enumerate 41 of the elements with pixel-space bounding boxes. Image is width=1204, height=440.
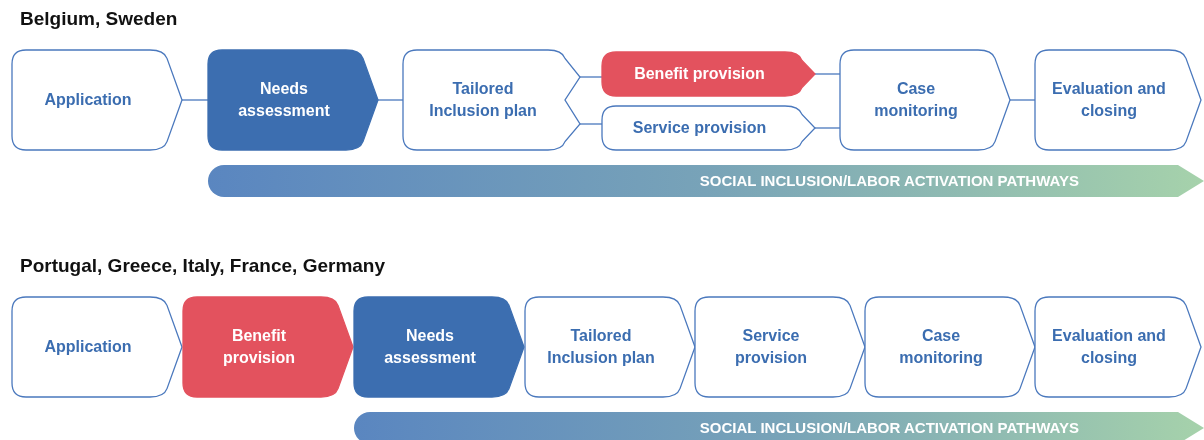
band-label: SOCIAL INCLUSION/LABOR ACTIVATION PATHWAYS bbox=[699, 418, 1079, 438]
process-step bbox=[695, 297, 865, 397]
process-step bbox=[208, 50, 378, 150]
step-label: Tailored Inclusion plan bbox=[428, 79, 538, 121]
step-label: Evaluation and closing bbox=[1051, 79, 1167, 121]
step-label: Service provision bbox=[632, 118, 767, 138]
process-step bbox=[183, 297, 353, 397]
process-step bbox=[865, 297, 1035, 397]
step-label: Service provision bbox=[734, 326, 808, 368]
step-label: Evaluation and closing bbox=[1051, 326, 1167, 368]
connector-line bbox=[814, 127, 841, 129]
process-step bbox=[1035, 297, 1201, 397]
process-step bbox=[12, 297, 182, 397]
step-label: Needs assessment bbox=[383, 326, 477, 368]
band-label: SOCIAL INCLUSION/LABOR ACTIVATION PATHWAYS bbox=[699, 171, 1079, 191]
connector-line bbox=[1009, 99, 1036, 101]
pathway-banner bbox=[354, 412, 1204, 440]
step-label: Application bbox=[44, 337, 132, 357]
process-step bbox=[1035, 50, 1201, 150]
connector-line bbox=[814, 73, 841, 75]
connector-line bbox=[377, 99, 404, 101]
process-step bbox=[12, 50, 182, 150]
process-step bbox=[602, 52, 815, 96]
step-label: Benefit provision bbox=[222, 326, 296, 368]
step-label: Tailored Inclusion plan bbox=[546, 326, 656, 368]
connector-line bbox=[579, 76, 603, 78]
row-heading: Belgium, Sweden bbox=[20, 8, 178, 30]
process-step bbox=[840, 50, 1010, 150]
pathway-banner bbox=[208, 165, 1204, 197]
step-label: Needs assessment bbox=[237, 79, 331, 121]
step-label: Case monitoring bbox=[898, 326, 984, 368]
step-label: Benefit provision bbox=[634, 64, 765, 84]
step-label: Case monitoring bbox=[873, 79, 959, 121]
process-step bbox=[354, 297, 524, 397]
process-step bbox=[525, 297, 695, 397]
connector-line bbox=[579, 123, 603, 125]
step-label: Application bbox=[44, 90, 132, 110]
process-step bbox=[602, 106, 815, 150]
process-step bbox=[403, 50, 580, 150]
connector-line bbox=[181, 99, 209, 101]
row-heading: Portugal, Greece, Italy, France, Germany bbox=[20, 255, 386, 277]
